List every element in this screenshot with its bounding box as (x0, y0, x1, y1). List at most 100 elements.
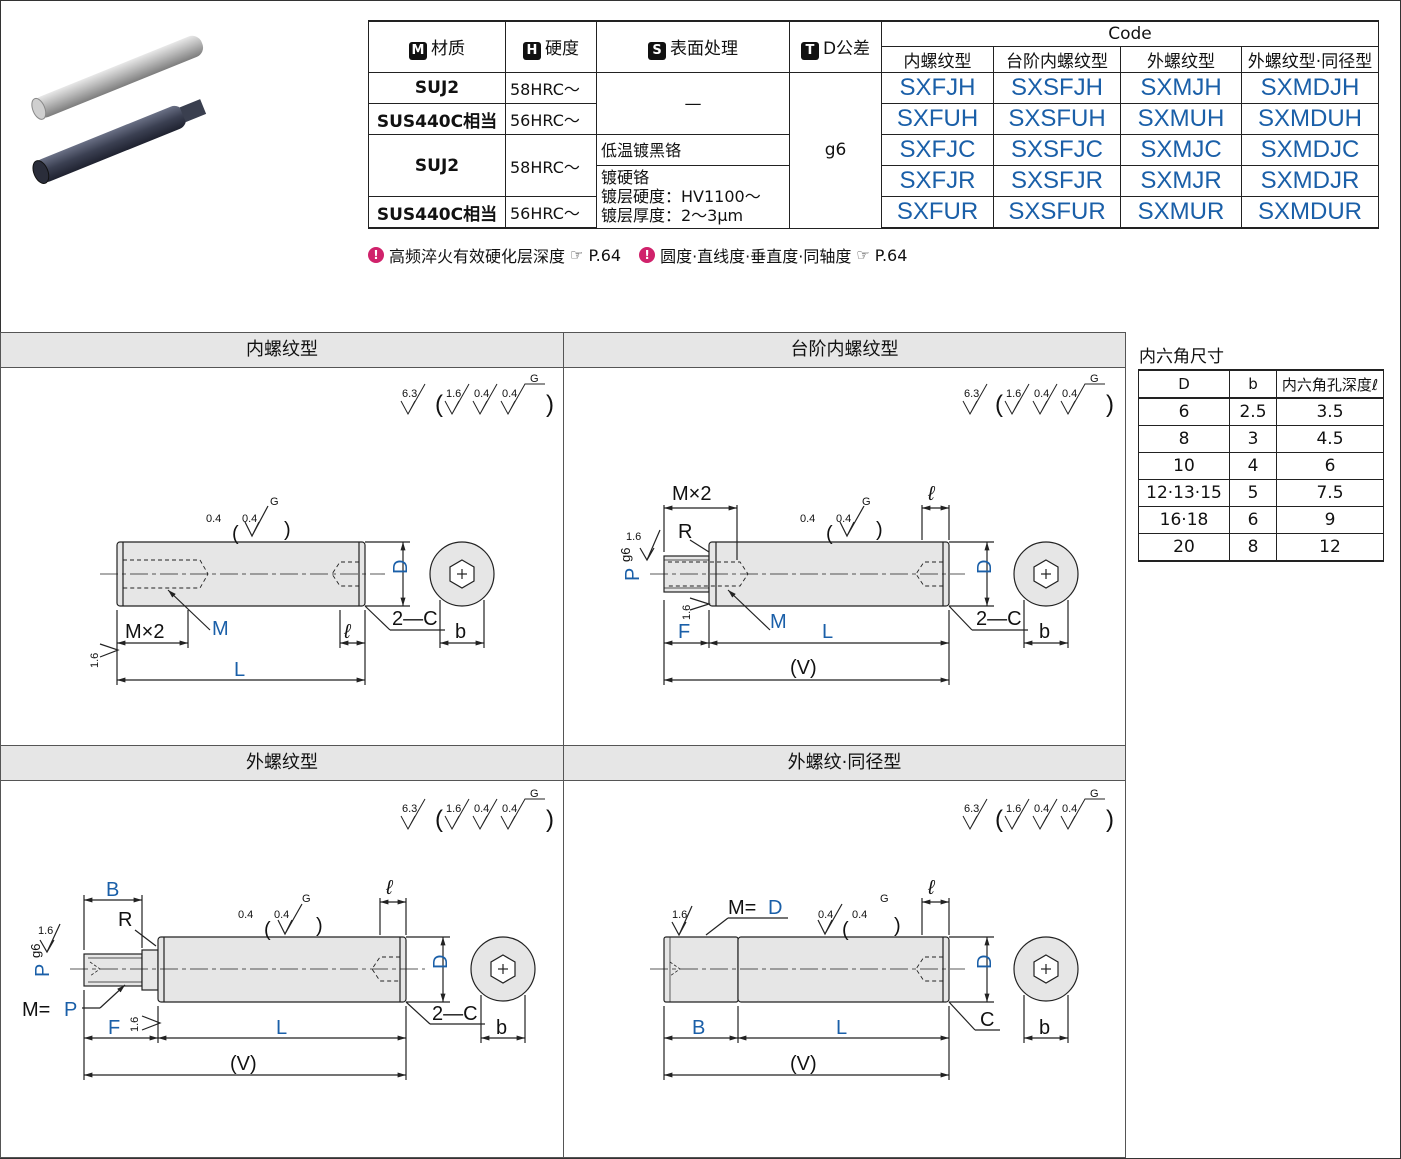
dim-label: g6 (618, 548, 633, 562)
code-link[interactable]: SXMJC (1120, 134, 1242, 166)
roughness-label: 0.4 (836, 513, 851, 525)
code-link[interactable]: SXMJR (1120, 165, 1242, 197)
hex-cell: 5 (1229, 479, 1277, 507)
code-link[interactable]: SXMDJC (1241, 134, 1379, 166)
hex-cell: 6 (1138, 397, 1230, 426)
hex-cell: 4.5 (1276, 425, 1384, 453)
hex-cell: 8 (1229, 533, 1277, 562)
roughness-label: G (270, 496, 279, 508)
notes-row: ! 高频淬火有效硬化层深度 ☞ P.64 ! 圆度·直线度·垂直度·同轴度 ☞ … (368, 243, 907, 267)
dim-label: b (1039, 1017, 1050, 1039)
code-link[interactable]: SXFUR (881, 196, 994, 229)
paren-label: ) (1106, 391, 1114, 418)
roughness-label: 0.4 (474, 388, 489, 400)
dim-label: ℓ (343, 621, 352, 643)
note-hardening[interactable]: ! 高频淬火有效硬化层深度 ☞ P.64 (368, 243, 621, 267)
code-link[interactable]: SXFJH (881, 72, 994, 104)
dim-label: B (106, 879, 119, 901)
dim-label: P (32, 964, 54, 977)
roughness-label: 0.4 (474, 803, 489, 815)
dim-label: F (678, 621, 690, 643)
paren-label: ( (842, 919, 849, 941)
code-link[interactable]: SXSFJH (993, 72, 1121, 104)
roughness-label: 0.4 (800, 513, 815, 525)
dim-label: R (678, 521, 692, 543)
code-link[interactable]: SXMUH (1120, 103, 1242, 135)
code-type-2: 台阶内螺纹型 (993, 46, 1121, 73)
drawing-external-thread (39, 895, 536, 1080)
roughness-label: 0.4 (206, 513, 221, 525)
dim-label: D (390, 560, 412, 574)
surface-cell: 镀硬铬 镀层硬度：HV1100～ 镀层厚度：2～3μm (596, 165, 790, 229)
code-type-3: 外螺纹型 (1120, 46, 1242, 73)
paren-label: ) (284, 519, 291, 541)
code-link[interactable]: SXSFJC (993, 134, 1121, 166)
dim-label: L (822, 621, 833, 643)
silver-shaft (33, 35, 204, 118)
hex-table-title: 内六角尺寸 (1139, 347, 1224, 367)
roughness-label: 1.6 (38, 925, 53, 937)
hex-cell: 8 (1138, 425, 1230, 453)
dim-label: (V) (790, 1053, 817, 1075)
hex-cell: 16·18 (1138, 506, 1230, 534)
dim-label: L (276, 1017, 287, 1039)
code-link[interactable]: SXSFUR (993, 196, 1121, 229)
panel-title: 外螺纹·同径型 (564, 746, 1125, 781)
paren-label: ) (316, 915, 323, 937)
code-link[interactable]: SXMDUR (1241, 196, 1379, 229)
roughness-symbols (400, 383, 1105, 831)
roughness-label: 0.4 (502, 388, 517, 400)
paren-label: ) (876, 519, 883, 541)
hardness-cell: 58HRC～ (505, 134, 597, 197)
code-link[interactable]: SXMDJH (1241, 72, 1379, 104)
roughness-label: 1.6 (446, 388, 461, 400)
dim-label: ℓ (927, 483, 936, 505)
roughness-label: 6.3 (964, 803, 979, 815)
roughness-label: 1.6 (129, 1017, 141, 1032)
dim-label: D (974, 560, 996, 574)
roughness-label: 0.4 (1034, 388, 1049, 400)
paren-label: ) (546, 806, 554, 833)
paren-label: ( (435, 806, 443, 833)
code-link[interactable]: SXMJH (1120, 72, 1242, 104)
panel-external-thread-same-dia: 外螺纹·同径型 (563, 745, 1126, 1158)
paren-label: ( (264, 919, 271, 941)
dim-label: 2—C (976, 608, 1022, 630)
material-header: 材质 (431, 39, 465, 59)
code-link[interactable]: SXMDJR (1241, 165, 1379, 197)
paren-label: ) (894, 915, 901, 937)
roughness-label: 1.6 (681, 605, 693, 620)
roughness-label: 6.3 (402, 388, 417, 400)
dim-label: ℓ (927, 877, 936, 899)
note-tolerance[interactable]: ! 圆度·直线度·垂直度·同轴度 ☞ P.64 (639, 243, 907, 267)
roughness-label: 0.4 (1034, 803, 1049, 815)
dim-label: b (455, 621, 466, 643)
code-link[interactable]: SXFUH (881, 103, 994, 135)
dim-label: D (974, 955, 996, 969)
hex-header: 内六角孔深度ℓ (1276, 369, 1384, 399)
hex-cell: 12 (1276, 533, 1384, 562)
hex-cell: 12·13·15 (1138, 479, 1230, 507)
dim-label: 2—C (432, 1003, 478, 1025)
hex-header: b (1229, 369, 1277, 399)
paren-label: ( (826, 523, 833, 545)
surface-cell: 低温镀黑铬 (596, 134, 790, 166)
roughness-label: 0.4 (1062, 803, 1077, 815)
pointing-hand-icon: ☞ (570, 246, 584, 264)
code-link[interactable]: SXMUR (1120, 196, 1242, 229)
code-link[interactable]: SXSFJR (993, 165, 1121, 197)
code-link[interactable]: SXSFUH (993, 103, 1121, 135)
dim-label: M (770, 611, 787, 633)
dim-label: M×2 (672, 483, 711, 505)
code-link[interactable]: SXMDUH (1241, 103, 1379, 135)
roughness-label: 1.6 (1006, 803, 1021, 815)
panel-title: 外螺纹型 (1, 746, 563, 781)
roughness-label: G (1090, 788, 1099, 800)
roughness-label: 0.4 (818, 909, 833, 921)
panel-title: 内螺纹型 (1, 333, 563, 368)
roughness-label: G (530, 373, 539, 385)
dim-label: b (496, 1017, 507, 1039)
code-type-4: 外螺纹型·同径型 (1241, 46, 1379, 73)
